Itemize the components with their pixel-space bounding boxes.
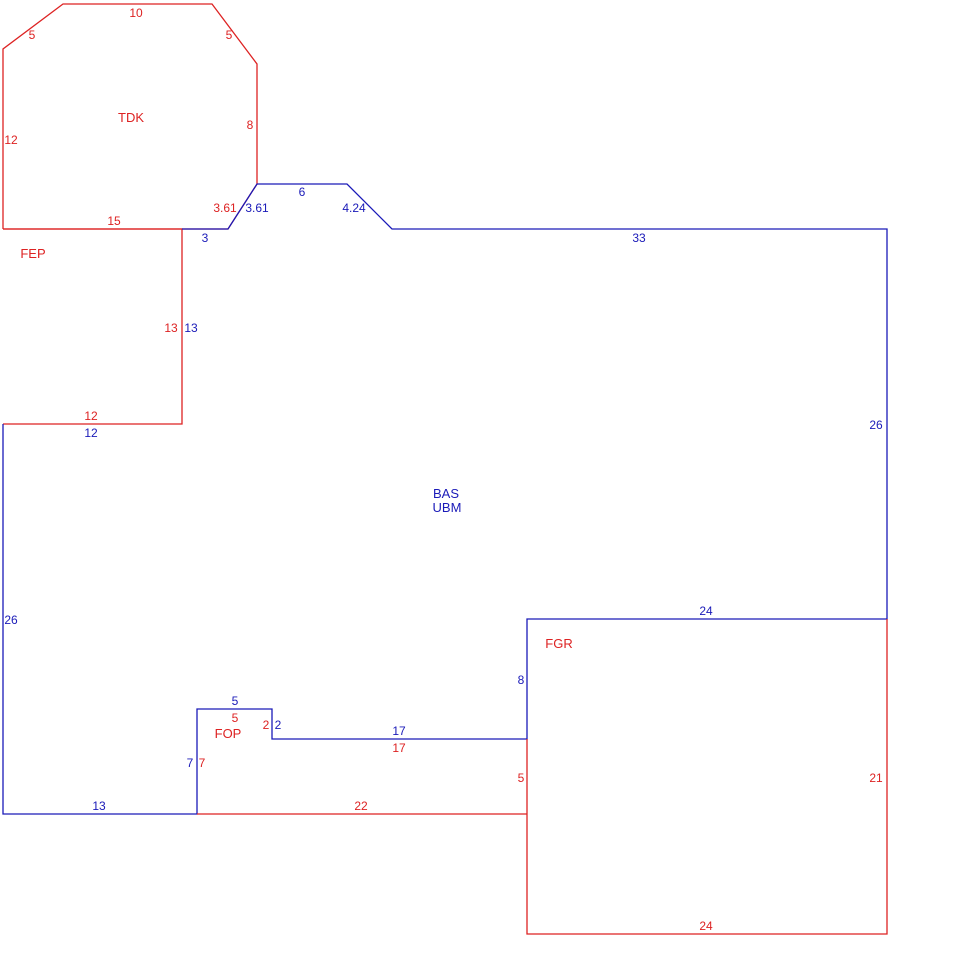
fop-edge-top: 5	[232, 711, 239, 725]
tdk-edge-lower-diagonal: 3.61	[213, 201, 237, 215]
fop-edge-inner: 17	[392, 741, 406, 755]
fgr-edge-bottom: 24	[699, 919, 713, 933]
bas-edge-porch-bottom: 17	[392, 724, 406, 738]
tdk-edge-right: 8	[247, 118, 254, 132]
bas-edge-diagonal-right: 4.24	[342, 201, 366, 215]
bas-edge-bottom: 13	[92, 799, 106, 813]
fep-area-code: FEP	[20, 246, 45, 261]
bas-edge-fep-bottom: 12	[84, 426, 98, 440]
bas-edge-porch-step: 2	[275, 718, 282, 732]
fgr-edge-right: 21	[869, 771, 883, 785]
fop-area-code: FOP	[215, 726, 242, 741]
bas-area-code: BAS	[433, 486, 459, 501]
bas-edge-bay-top: 6	[299, 185, 306, 199]
fop-edge-left: 7	[199, 756, 206, 770]
bas-edge-left: 26	[4, 613, 18, 627]
bas-edge-right: 26	[869, 418, 883, 432]
fep-edge-bottom: 12	[84, 409, 98, 423]
bas-edge-porch-top: 5	[232, 694, 239, 708]
fep-outline	[3, 228, 183, 425]
fgr-edge-left: 5	[518, 771, 525, 785]
tdk-edge-left: 12	[4, 133, 18, 147]
fep-edge-right: 13	[164, 321, 178, 335]
bas-outline	[2, 183, 888, 815]
tdk-area-code: TDK	[118, 110, 144, 125]
bas-edge-top: 33	[632, 231, 646, 245]
bas-edge-top-short: 3	[202, 231, 209, 245]
fgr-outline	[526, 619, 888, 935]
tdk-edge-upper-left-diagonal: 5	[29, 28, 36, 42]
tdk-edge-top: 10	[129, 6, 143, 20]
tdk-edge-bottom: 15	[107, 214, 121, 228]
fop-edge-bottom: 22	[354, 799, 368, 813]
bas-edge-inner-left: 13	[184, 321, 198, 335]
bas-edge-diagonal-left: 3.61	[245, 201, 269, 215]
fop-edge-step: 2	[263, 718, 270, 732]
tdk-edge-upper-right-diagonal: 5	[226, 28, 233, 42]
bas-edge-garage-top: 24	[699, 604, 713, 618]
bas-edge-porch-left: 7	[187, 756, 194, 770]
bas-edge-garage-left: 8	[518, 673, 525, 687]
fgr-area-code: FGR	[545, 636, 572, 651]
ubm-area-code: UBM	[433, 500, 462, 515]
